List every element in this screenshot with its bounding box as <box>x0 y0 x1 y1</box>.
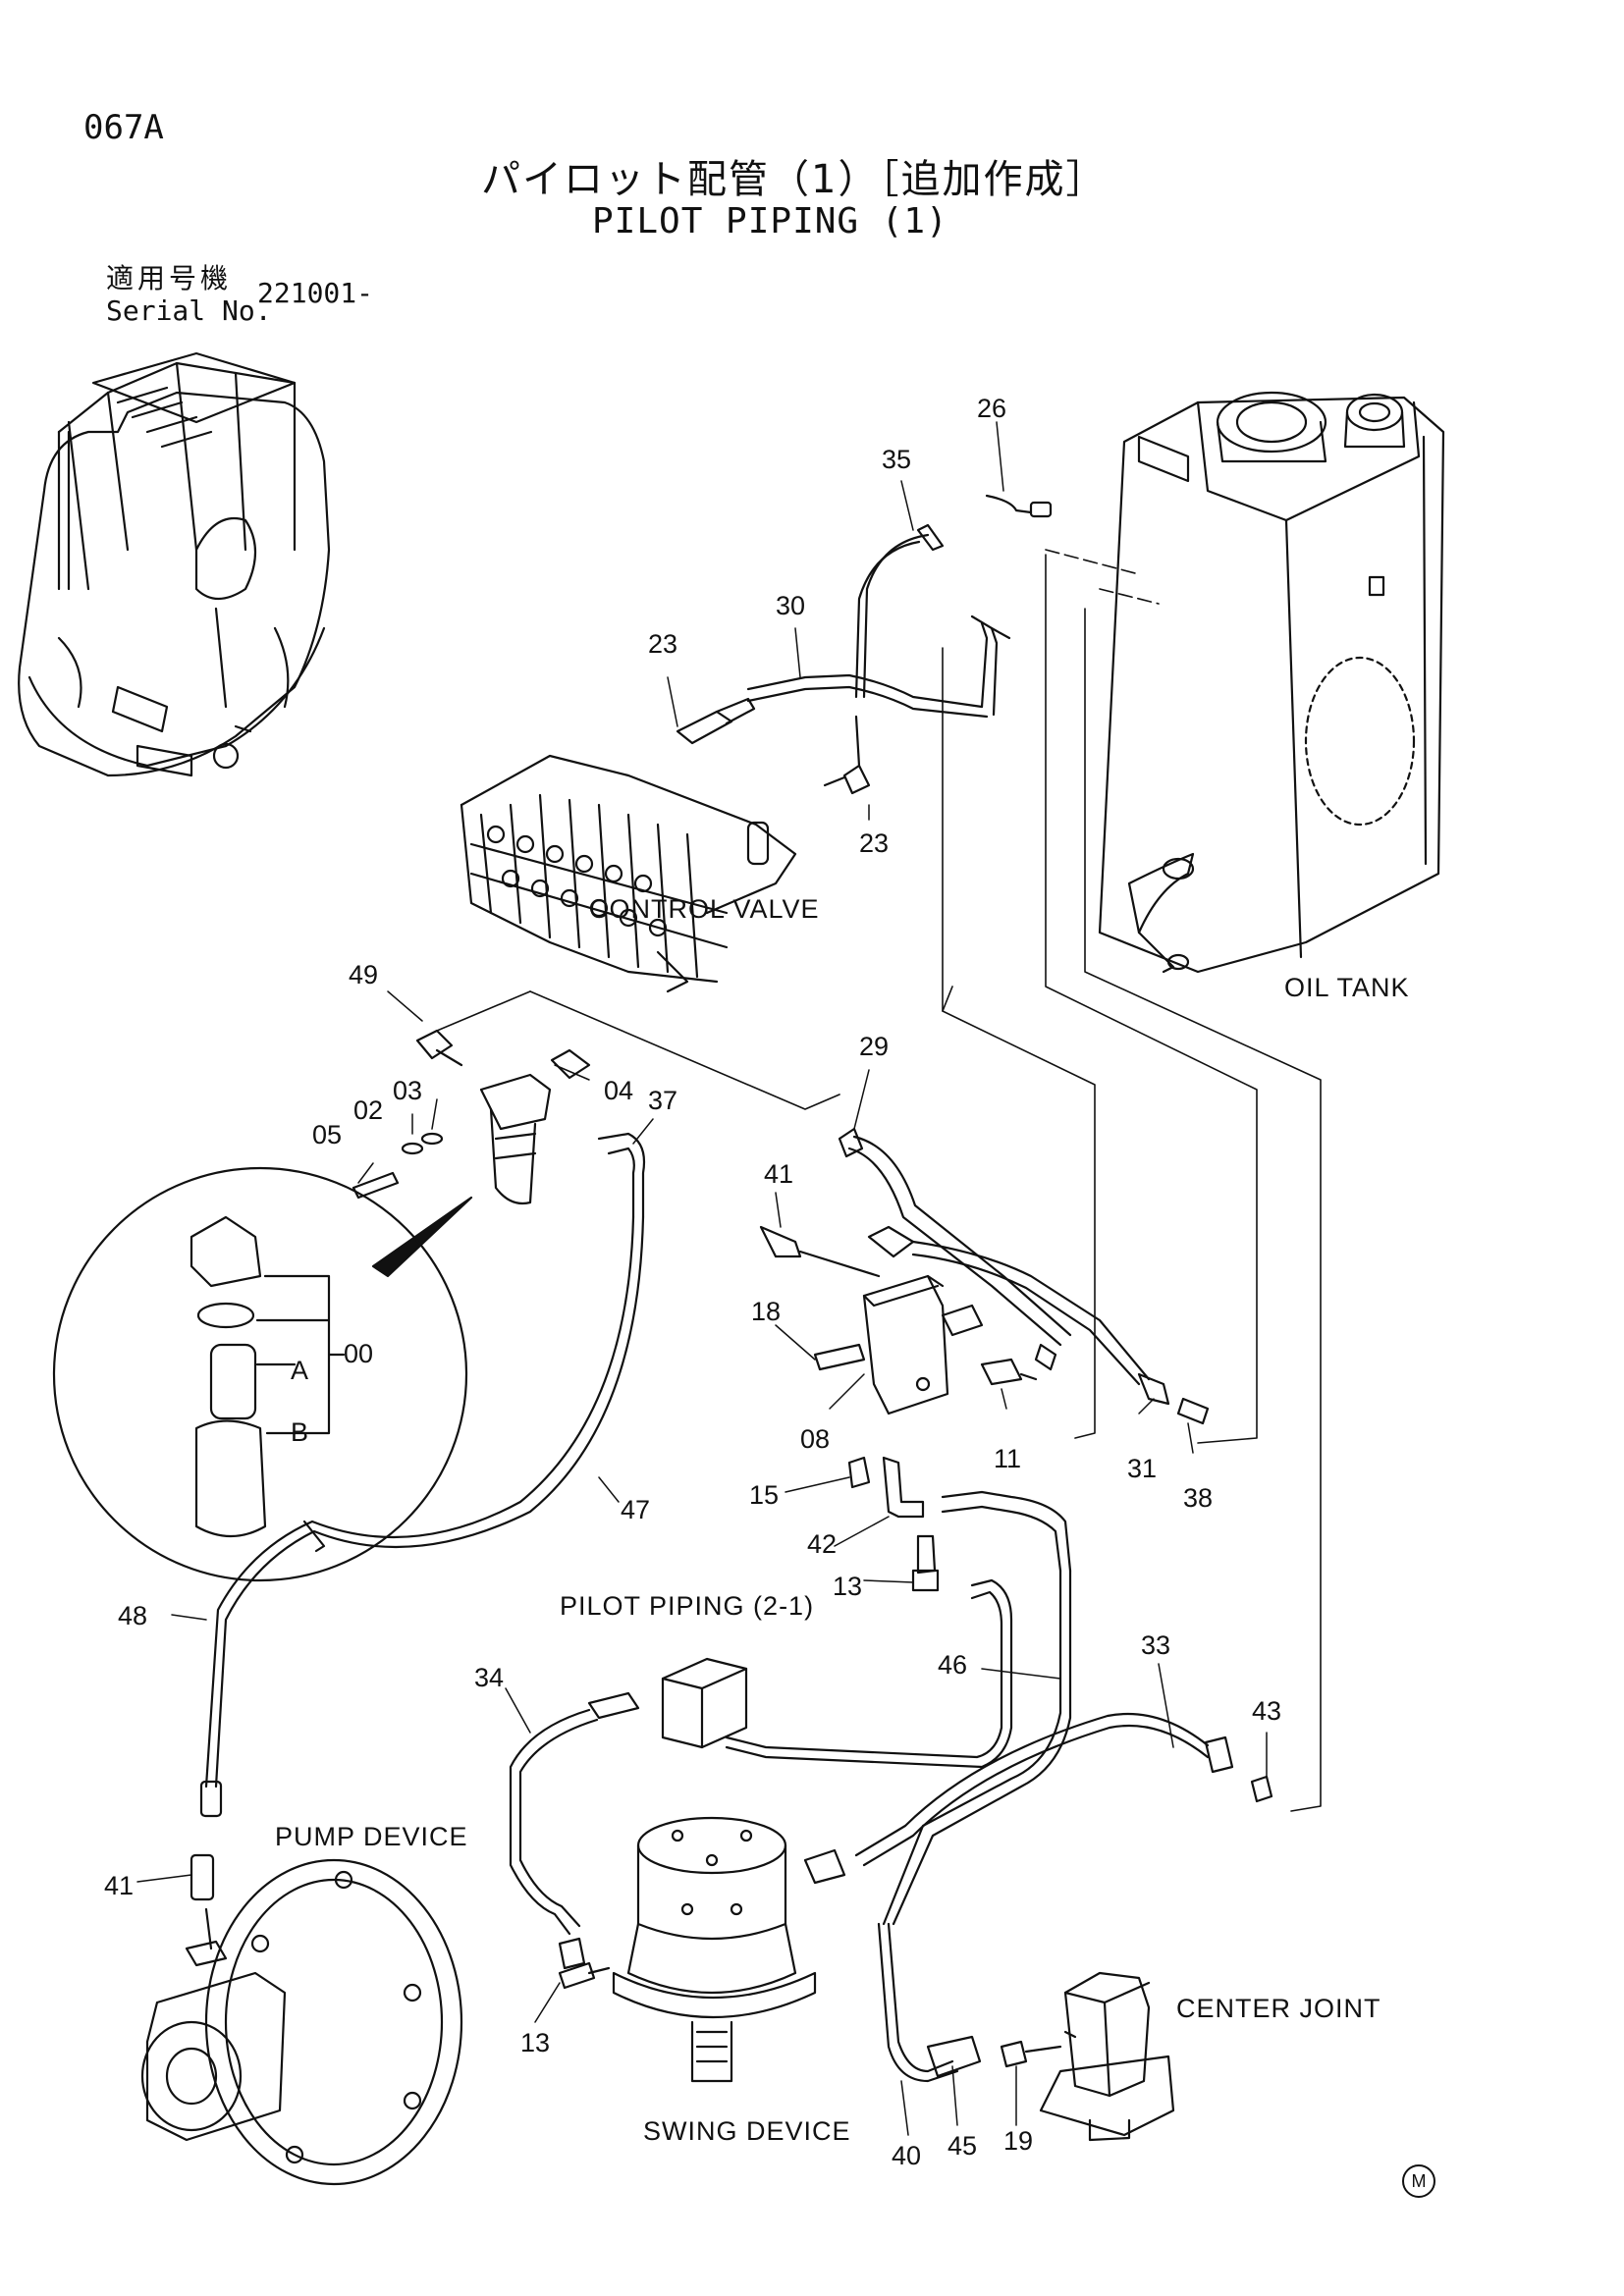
pilot-filter-drawing <box>352 1029 646 1278</box>
manufacturer-badge: M <box>1402 2164 1435 2198</box>
page-title-japanese: パイロット配管（1）［追加作成］ <box>481 157 1108 202</box>
part-number-46: 46 <box>938 1650 967 1680</box>
part-number-26: 26 <box>977 394 1006 423</box>
pump-device-drawing <box>140 1858 463 2186</box>
swing-device-drawing <box>612 1816 817 2083</box>
part-number-41-upper: 41 <box>764 1159 793 1189</box>
lower-fittings <box>725 1456 1072 1926</box>
page-title-english: PILOT PIPING (1) <box>592 201 948 241</box>
part-number-05: 05 <box>312 1120 342 1149</box>
part-number-38: 38 <box>1183 1483 1213 1513</box>
label-pilot-piping-ref: PILOT PIPING (2-1) <box>560 1591 814 1621</box>
diagram-labels: CONTROL VALVE OIL TANK PILOT PIPING (2-1… <box>104 394 1410 2170</box>
serial-label-english: Serial No. <box>106 294 272 327</box>
part-number-45: 45 <box>947 2131 977 2161</box>
upper-pipes <box>676 494 1053 795</box>
part-number-13-lower: 13 <box>520 2028 550 2057</box>
part-number-33: 33 <box>1141 1630 1170 1660</box>
label-control-valve: CONTROL VALVE <box>589 894 820 924</box>
serial-number-value: 221001- <box>257 277 374 309</box>
connection-lines <box>436 549 1322 1812</box>
part-number-23-upper: 23 <box>648 629 677 659</box>
part-number-41-lower: 41 <box>104 1871 134 1900</box>
excavator-thumbnail <box>18 351 331 777</box>
part-number-08: 08 <box>800 1424 830 1454</box>
part-number-35: 35 <box>882 445 911 474</box>
center-joint-drawing <box>877 1922 1175 2142</box>
part-number-19: 19 <box>1003 2126 1033 2156</box>
label-oil-tank: OIL TANK <box>1284 973 1410 1002</box>
filter-detail-circle <box>52 1166 468 1582</box>
part-number-30: 30 <box>776 591 805 620</box>
part-number-15: 15 <box>749 1480 779 1510</box>
part-number-18: 18 <box>751 1297 781 1326</box>
label-pump-device: PUMP DEVICE <box>275 1822 468 1851</box>
label-center-joint: CENTER JOINT <box>1176 1994 1381 2023</box>
part-number-34: 34 <box>474 1663 504 1692</box>
serial-label-japanese: 適用号機 <box>106 262 233 294</box>
part-number-48: 48 <box>118 1601 147 1630</box>
part-number-23-lower: 23 <box>859 828 889 858</box>
oil-tank-drawing <box>1098 391 1445 974</box>
part-number-47: 47 <box>621 1495 650 1524</box>
part-label-B: B <box>291 1417 308 1447</box>
part-number-04: 04 <box>604 1076 633 1105</box>
part-number-02: 02 <box>353 1095 383 1125</box>
part-number-11: 11 <box>994 1444 1021 1473</box>
part-number-00: 00 <box>344 1339 373 1368</box>
control-valve-drawing <box>460 754 797 993</box>
part-label-A: A <box>291 1356 308 1385</box>
pilot-piping-block <box>509 1657 1273 1990</box>
part-number-31: 31 <box>1127 1454 1157 1483</box>
part-number-13-upper: 13 <box>833 1572 862 1601</box>
part-number-40: 40 <box>892 2141 921 2170</box>
part-number-29: 29 <box>859 1032 889 1061</box>
part-number-42: 42 <box>807 1529 837 1559</box>
long-hoses <box>189 1215 645 1901</box>
part-number-03: 03 <box>393 1076 422 1105</box>
page-code: 067A <box>83 108 164 147</box>
part-number-49: 49 <box>349 960 378 989</box>
pilot-valve-block <box>759 1127 1210 1425</box>
part-number-43: 43 <box>1252 1696 1281 1726</box>
label-swing-device: SWING DEVICE <box>643 2116 851 2146</box>
leader-lines <box>136 421 1268 2136</box>
part-number-37: 37 <box>648 1086 677 1115</box>
